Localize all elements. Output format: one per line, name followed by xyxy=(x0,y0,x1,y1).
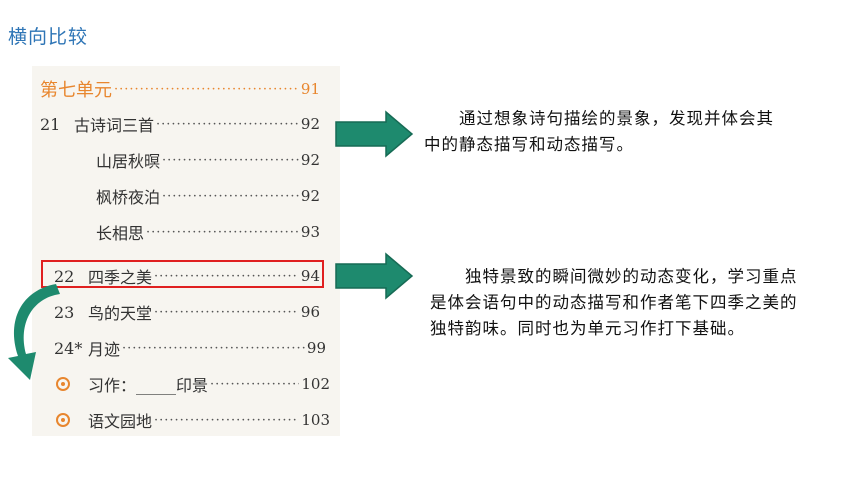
toc-entry-title: 长相思 xyxy=(96,224,145,243)
toc-leader-dots xyxy=(156,117,299,132)
toc-entry-title: 月迹 xyxy=(88,340,121,359)
curved-arrow-icon xyxy=(8,284,60,380)
toc-leader-dots xyxy=(122,341,305,356)
toc-entry: 语文园地 103 xyxy=(56,408,330,432)
toc-entry: 长相思 93 xyxy=(96,220,320,244)
toc-entry-page: 94 xyxy=(300,267,320,285)
toc-entry-title: 鸟的天堂 xyxy=(88,304,153,323)
toc-entry-title: 习作：_____印景 xyxy=(88,376,209,395)
right-arrow-icon xyxy=(335,252,414,300)
toc-entry: 山居秋暝 92 xyxy=(96,148,320,172)
toc-entry-page: 102 xyxy=(301,375,330,393)
toc-entry-page: 93 xyxy=(300,223,320,241)
toc-entry-title: 山居秋暝 xyxy=(96,152,161,171)
toc-entry-highlighted: 22 四季之美 94 xyxy=(54,264,320,288)
toc-unit-title: 第七单元 xyxy=(40,80,112,101)
toc-leader-dots xyxy=(114,82,299,97)
toc-entry-page: 92 xyxy=(300,115,320,133)
highlight-box xyxy=(41,260,324,288)
toc-entry-page: 96 xyxy=(300,303,320,321)
toc-entry-page: 103 xyxy=(301,411,330,429)
toc-entry-title: 枫桥夜泊 xyxy=(96,188,161,207)
circle-bullet-icon xyxy=(56,413,70,427)
toc-entry-title: 四季之美 xyxy=(88,268,153,287)
toc-entry-number: 22 xyxy=(54,266,75,286)
circle-bullet-icon xyxy=(56,377,70,391)
toc-leader-dots xyxy=(146,225,299,240)
slide-title: 横向比较 xyxy=(8,26,89,48)
toc-leader-dots xyxy=(154,305,299,320)
right-arrow-icon xyxy=(335,110,414,158)
toc-entry: 21 古诗词三首 92 xyxy=(40,112,320,136)
toc-leader-dots xyxy=(162,153,299,168)
description-second: 独特景致的瞬间微妙的动态变化，学习重点是体会语句中的动态描写和作者笔下四季之美的… xyxy=(430,267,798,338)
toc-leader-dots xyxy=(154,413,299,428)
toc-entry-number: 24* xyxy=(54,338,83,358)
toc-entry-title: 古诗词三首 xyxy=(74,116,155,135)
toc-entry-page: 92 xyxy=(300,187,320,205)
toc-entry: 24* 月迹 99 xyxy=(54,336,326,360)
toc-entry-number: 21 xyxy=(40,114,61,134)
toc-entry-number: 23 xyxy=(54,302,75,322)
toc-entry: 23 鸟的天堂 96 xyxy=(54,300,320,324)
description-first: 通过想象诗句描绘的景象，发现并体会其中的静态描写和动态描写。 xyxy=(424,109,774,154)
toc-unit-page: 91 xyxy=(300,80,320,98)
toc-entry-page: 99 xyxy=(306,339,326,357)
toc-unit-heading: 第七单元 91 xyxy=(40,76,320,102)
toc-entry-page: 92 xyxy=(300,151,320,169)
toc-leader-dots xyxy=(210,377,299,392)
toc-entry: 枫桥夜泊 92 xyxy=(96,184,320,208)
toc-entry: 习作：_____印景 102 xyxy=(56,372,330,396)
toc-entry-title: 语文园地 xyxy=(88,412,153,431)
toc-leader-dots xyxy=(162,189,299,204)
